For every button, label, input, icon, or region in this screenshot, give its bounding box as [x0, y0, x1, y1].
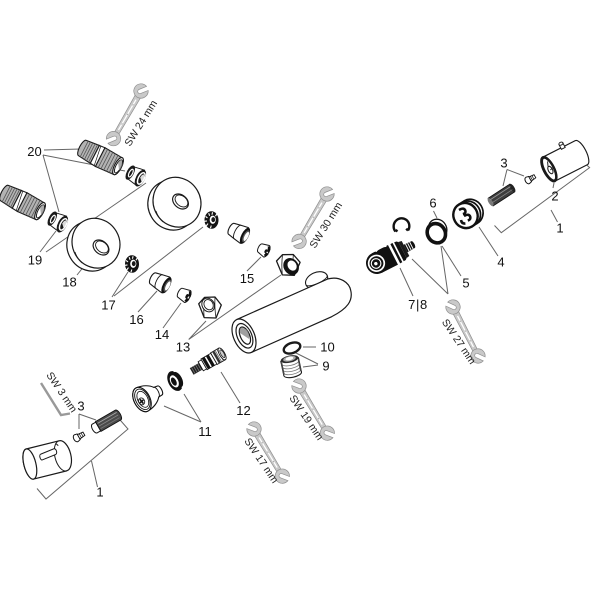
- svg-text:5: 5: [462, 276, 469, 291]
- svg-text:3: 3: [77, 399, 84, 414]
- svg-text:9: 9: [322, 359, 329, 374]
- svg-text:15: 15: [240, 271, 254, 286]
- svg-text:SW 3 mm: SW 3 mm: [44, 370, 80, 415]
- svg-text:17: 17: [101, 298, 115, 313]
- svg-text:20: 20: [27, 144, 41, 159]
- svg-text:19: 19: [28, 253, 42, 268]
- svg-text:12: 12: [236, 403, 250, 418]
- svg-text:1: 1: [96, 485, 103, 500]
- svg-text:SW 30 mm: SW 30 mm: [307, 200, 345, 251]
- svg-text:13: 13: [176, 340, 190, 355]
- svg-text:18: 18: [62, 275, 76, 290]
- svg-text:4: 4: [497, 255, 504, 270]
- svg-text:3: 3: [500, 156, 507, 171]
- svg-text:SW 24 mm: SW 24 mm: [122, 98, 160, 149]
- svg-text:14: 14: [155, 327, 169, 342]
- svg-text:1: 1: [556, 221, 563, 236]
- svg-text:16: 16: [129, 312, 143, 327]
- svg-text:10: 10: [320, 340, 334, 355]
- svg-text:11: 11: [198, 424, 212, 439]
- svg-text:6: 6: [429, 196, 436, 211]
- svg-text:7|8: 7|8: [408, 297, 428, 312]
- svg-text:2: 2: [551, 189, 558, 204]
